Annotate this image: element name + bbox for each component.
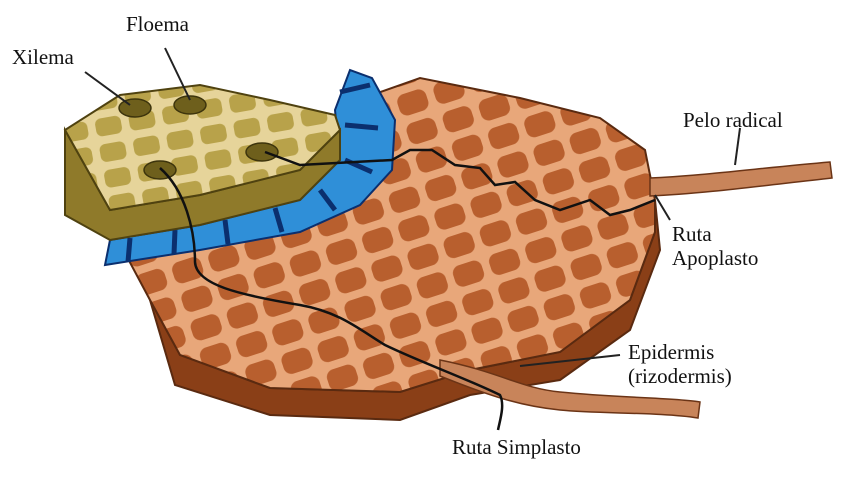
label-xilema: Xilema (12, 45, 74, 69)
label-epidermis-line2: (rizodermis) (628, 364, 732, 388)
label-epidermis-line1: Epidermis (628, 340, 732, 364)
label-ruta-apoplasto-line2: Apoplasto (672, 246, 758, 270)
label-pelo-radical: Pelo radical (683, 108, 783, 132)
label-ruta-simplasto: Ruta Simplasto (452, 435, 581, 459)
root-hair-upper (650, 162, 832, 196)
label-epidermis: Epidermis (rizodermis) (628, 340, 732, 388)
label-floema: Floema (126, 12, 189, 36)
label-ruta-apoplasto: Ruta Apoplasto (672, 222, 758, 270)
label-ruta-apoplasto-line1: Ruta (672, 222, 758, 246)
